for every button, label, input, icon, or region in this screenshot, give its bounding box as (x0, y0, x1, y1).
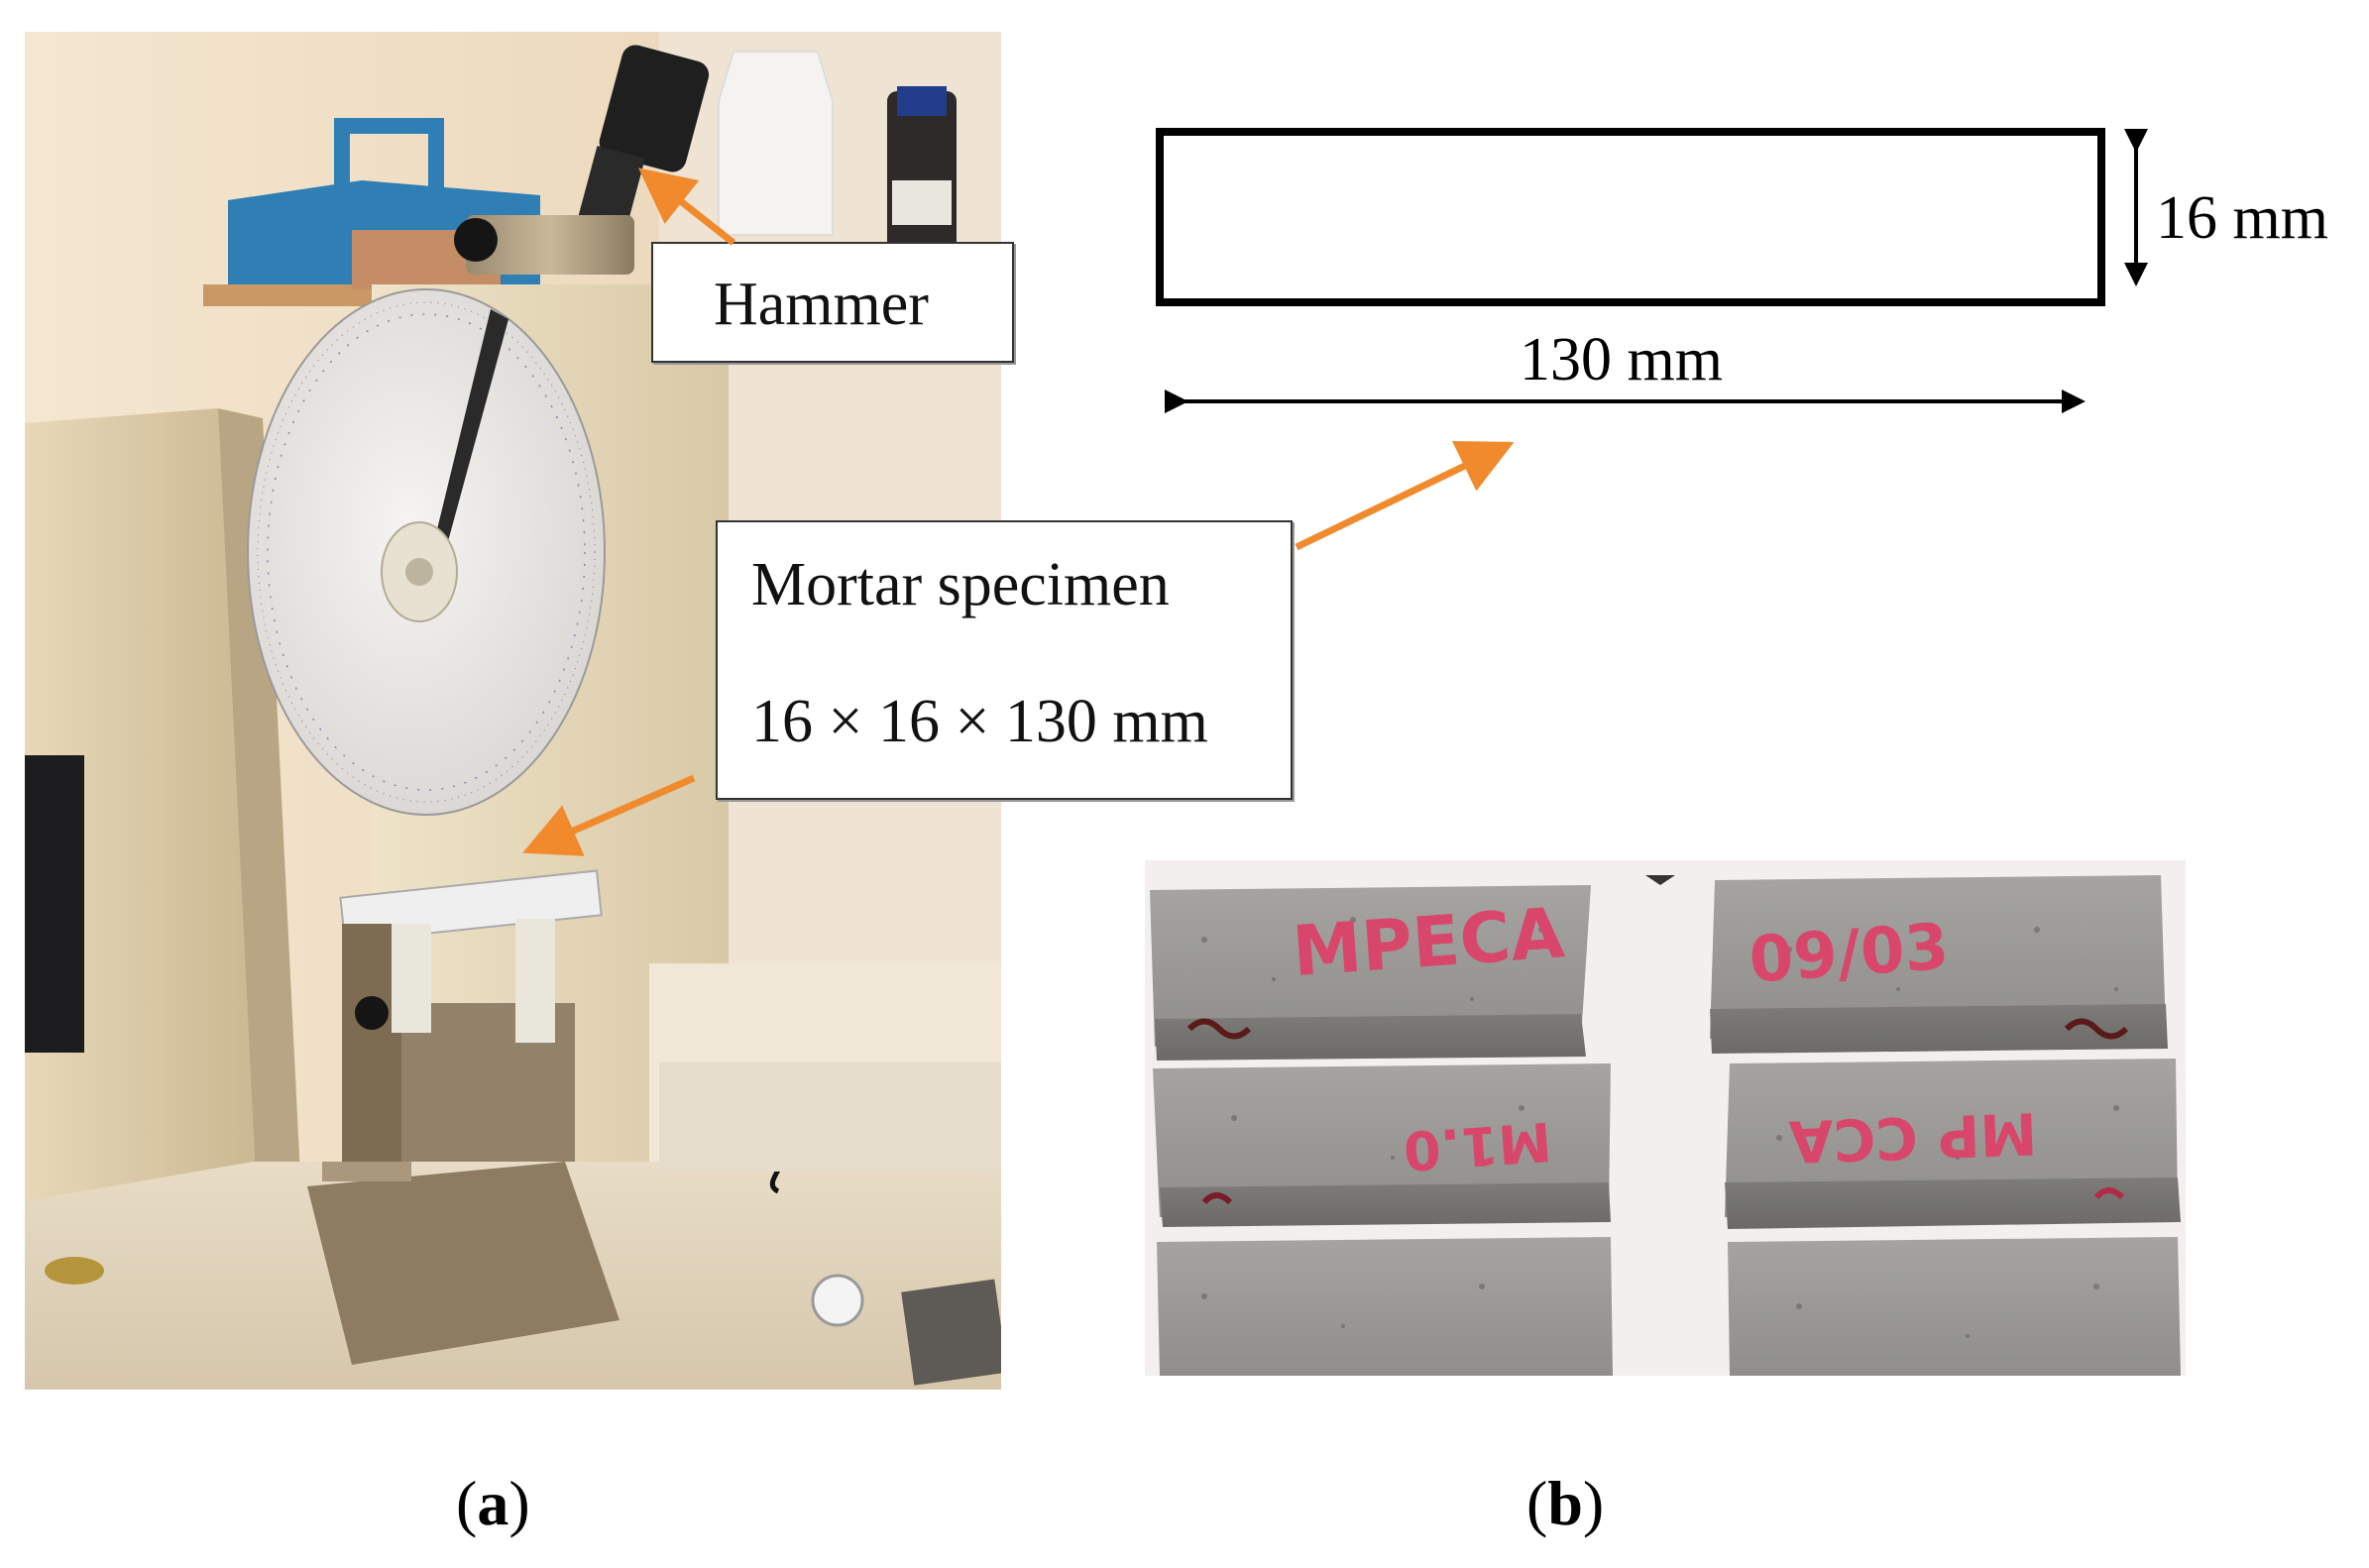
hammer-callout-label: Hammer (714, 271, 929, 338)
specimen-callout-line1: Mortar specimen (751, 551, 1170, 618)
specimen-label-2: 09/03 (1747, 911, 1951, 998)
caption-a-open: ( (456, 1468, 478, 1538)
caption-a-letter: a (477, 1468, 509, 1538)
specimen-callout-line2: 16 × 16 × 130 mm (751, 688, 1208, 755)
hammer-callout-box (651, 242, 1014, 363)
caption-a-close: ) (508, 1468, 530, 1538)
caption-b-close: ) (1582, 1468, 1605, 1538)
mortar-specimens-photo: MPECA 09/03 M1.0 MP CCA (1145, 860, 2186, 1376)
specimen-label-3: M1.0 (1402, 1109, 1553, 1181)
caption-panel-a: (a) (456, 1467, 530, 1540)
mortar-specimens-illustration: MPECA 09/03 M1.0 MP CCA (1145, 860, 2186, 1376)
specimen-label-1: MPECA (1290, 892, 1566, 992)
caption-b-open: ( (1526, 1468, 1548, 1538)
caption-b-letter: b (1547, 1468, 1583, 1538)
specimen-callout-box (716, 520, 1293, 800)
specimen-outline (1156, 128, 2105, 306)
height-dimension-label: 16 mm (2156, 184, 2328, 252)
specimen-arrow-to-drawing (1295, 441, 1515, 551)
length-dimension-label: 130 mm (1520, 326, 1723, 393)
specimen-label-4: MP CCA (1788, 1099, 2039, 1176)
caption-panel-b: (b) (1526, 1467, 1604, 1540)
